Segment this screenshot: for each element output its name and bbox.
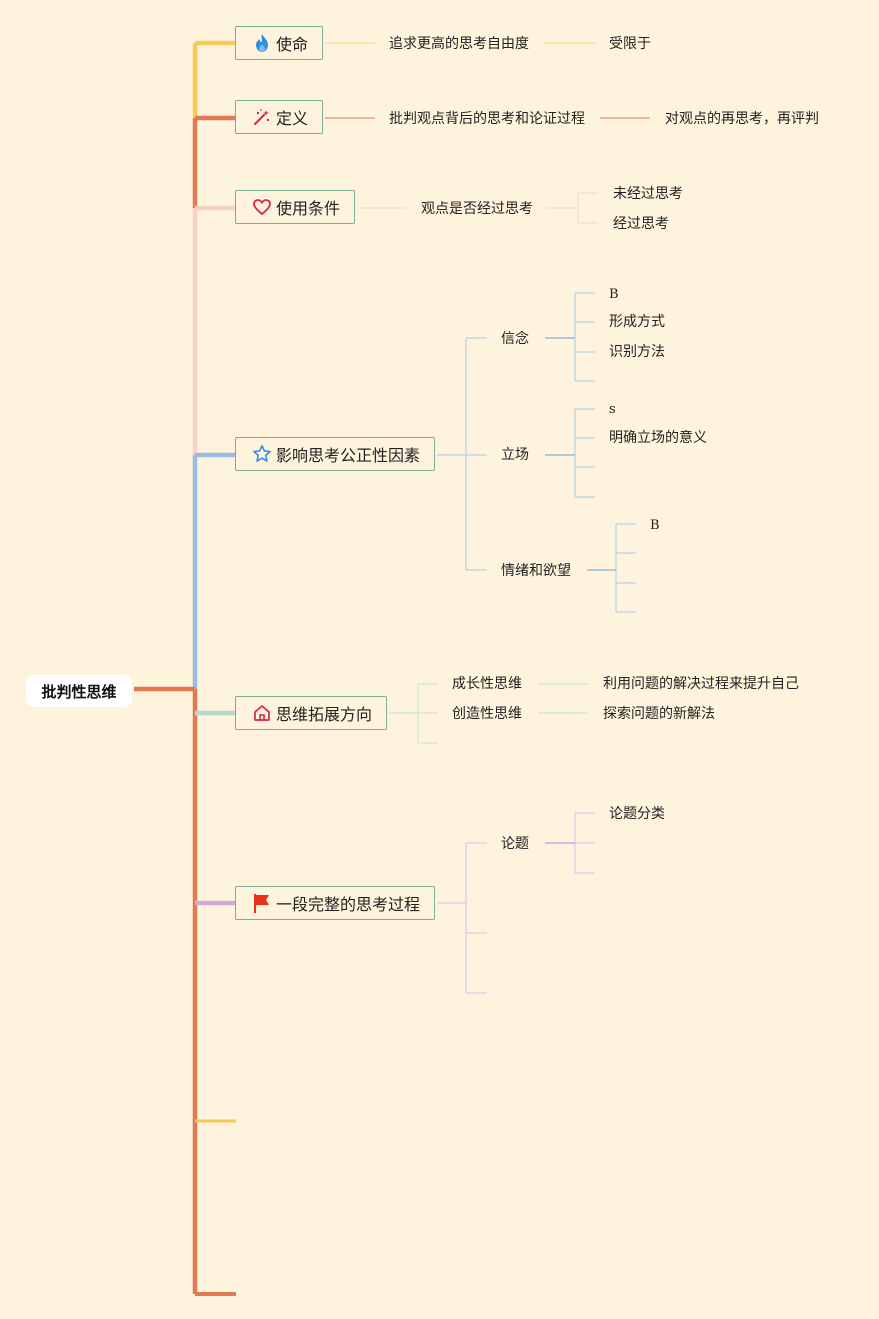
stance-leaf[interactable]: s <box>609 402 616 417</box>
belief-leaf[interactable]: B <box>609 287 619 302</box>
definition-subtopic[interactable]: 批判观点背后的思考和论证过程 <box>389 111 585 127</box>
topic-label: 定义 <box>276 109 309 128</box>
process-leaf[interactable]: 论题分类 <box>609 806 665 822</box>
topic-label: 一段完整的思考过程 <box>276 895 421 914</box>
topic-factors[interactable]: 影响思考公正性因素 <box>235 437 436 471</box>
topic-directions[interactable]: 思维拓展方向 <box>235 696 388 730</box>
topic-definition[interactable]: 定义 <box>235 100 324 134</box>
topic-conditions[interactable]: 使用条件 <box>235 190 356 224</box>
direction-item[interactable]: 成长性思维 <box>452 676 522 692</box>
topic-label: 使用条件 <box>276 199 341 218</box>
flame-icon <box>252 33 272 53</box>
factor-emotion[interactable]: 情绪和欲望 <box>501 563 571 579</box>
definition-leaf[interactable]: 对观点的再思考，再评判 <box>665 111 819 127</box>
emotion-leaf[interactable]: B <box>650 518 660 533</box>
factor-belief[interactable]: 信念 <box>501 331 529 347</box>
belief-leaf[interactable]: 识别方法 <box>609 344 665 360</box>
home-icon <box>252 703 272 723</box>
stance-leaf[interactable]: 明确立场的意义 <box>609 430 707 446</box>
flag-icon <box>252 893 272 913</box>
topic-label: 影响思考公正性因素 <box>276 446 421 465</box>
topic-process[interactable]: 一段完整的思考过程 <box>235 886 436 920</box>
root-topic[interactable]: 批判性思维 <box>26 675 132 707</box>
mission-subtopic[interactable]: 追求更高的思考自由度 <box>389 36 529 52</box>
conditions-subtopic[interactable]: 观点是否经过思考 <box>421 201 533 217</box>
factor-stance[interactable]: 立场 <box>501 447 529 463</box>
topic-label: 使命 <box>276 35 309 54</box>
topic-label: 思维拓展方向 <box>276 705 373 724</box>
mission-leaf[interactable]: 受限于 <box>609 36 651 52</box>
conditions-leaf[interactable]: 未经过思考 <box>613 186 683 202</box>
direction-leaf[interactable]: 探索问题的新解法 <box>603 706 715 722</box>
heart-icon <box>252 197 272 217</box>
direction-leaf[interactable]: 利用问题的解决过程来提升自己 <box>603 676 799 692</box>
process-subtopic[interactable]: 论题 <box>501 836 529 852</box>
conditions-leaf[interactable]: 经过思考 <box>613 216 669 232</box>
belief-leaf[interactable]: 形成方式 <box>609 314 665 330</box>
star-icon <box>252 444 272 464</box>
topic-mission[interactable]: 使命 <box>235 26 324 60</box>
direction-item[interactable]: 创造性思维 <box>452 706 522 722</box>
magic-wand-icon <box>252 107 272 127</box>
